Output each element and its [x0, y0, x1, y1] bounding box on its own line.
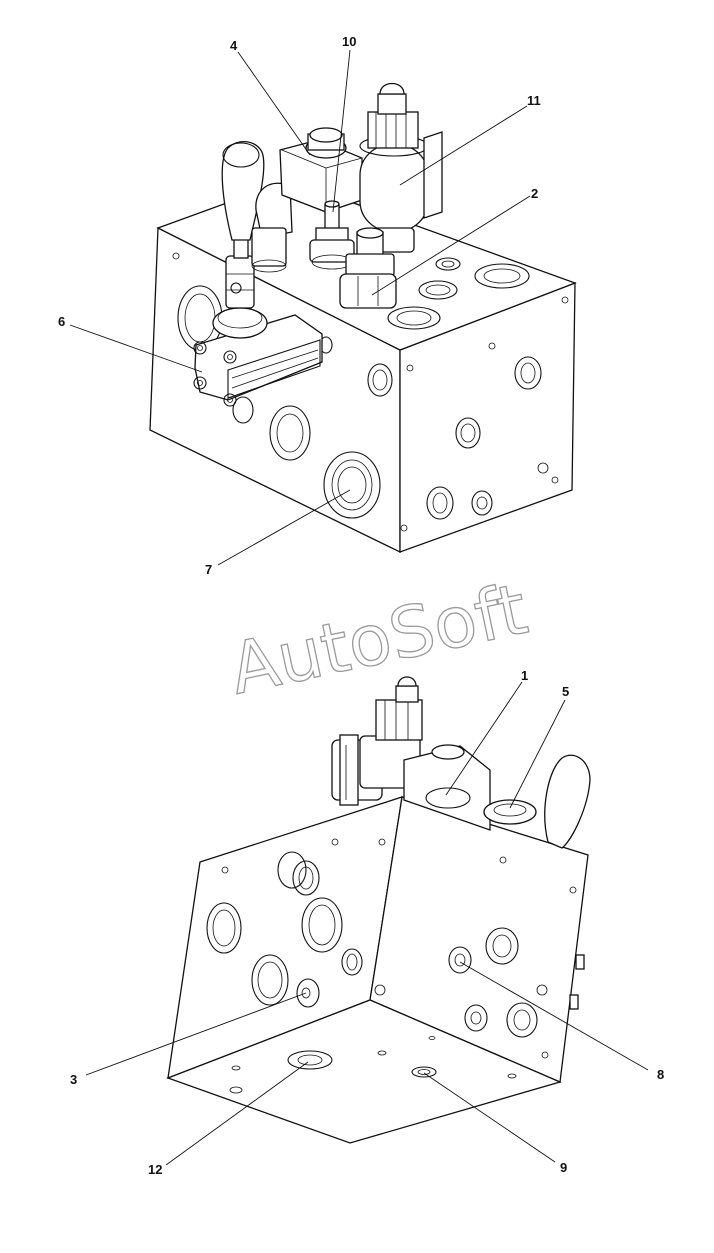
bottom-view-block	[85, 676, 649, 1166]
callout-11: 11	[527, 93, 541, 108]
callout-4: 4	[230, 38, 238, 53]
callout-7: 7	[205, 562, 212, 577]
callout-6: 6	[58, 314, 65, 329]
top-view-block	[69, 49, 577, 566]
bottom-face-ports	[229, 1036, 517, 1094]
bottom-view-top-components	[331, 676, 591, 849]
callout-1: 1	[521, 668, 528, 683]
top-face-ports	[387, 257, 530, 330]
manual-lever-valve	[193, 141, 323, 407]
callout-9: 9	[560, 1160, 567, 1175]
callout-8: 8	[657, 1067, 664, 1082]
top-leaders	[69, 49, 531, 566]
callout-labels: 4 10 11 2 6 7 1 5 3 8 12 9	[58, 34, 664, 1177]
bottom-leaders	[85, 681, 649, 1166]
callout-12: 12	[148, 1162, 162, 1177]
check-valve-2	[339, 227, 397, 309]
cartridge-valve-left	[251, 182, 293, 273]
front-right-face-ports	[448, 856, 585, 1059]
callout-2: 2	[531, 186, 538, 201]
left-face-ports	[172, 252, 414, 532]
callout-5: 5	[562, 684, 569, 699]
right-face-ports	[426, 296, 569, 520]
autosoft-watermark: AutoSoft	[223, 568, 534, 711]
callout-3: 3	[70, 1072, 77, 1087]
solenoid-coil-4	[279, 127, 363, 213]
callout-10: 10	[342, 34, 356, 49]
front-left-face-ports	[206, 838, 386, 1008]
solenoid-valve-11	[359, 82, 443, 253]
block-bottom-face	[166, 999, 562, 1144]
test-point-fitting-10	[309, 200, 355, 270]
